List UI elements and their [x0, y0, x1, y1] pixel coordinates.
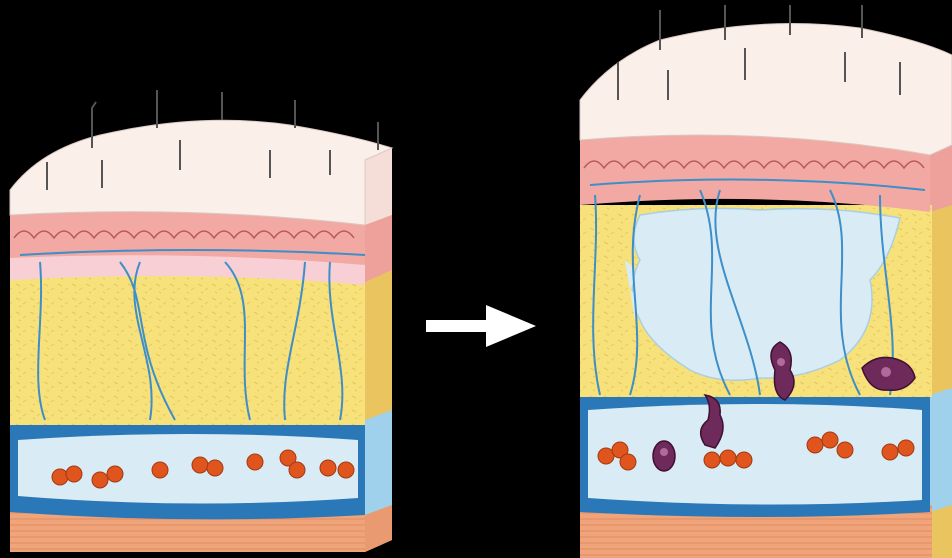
vessel-lumen: [588, 404, 922, 505]
normal-tissue-block: [10, 90, 392, 552]
subcutaneous-fat: [10, 275, 365, 425]
inflamed-tissue-block: [580, 5, 952, 558]
